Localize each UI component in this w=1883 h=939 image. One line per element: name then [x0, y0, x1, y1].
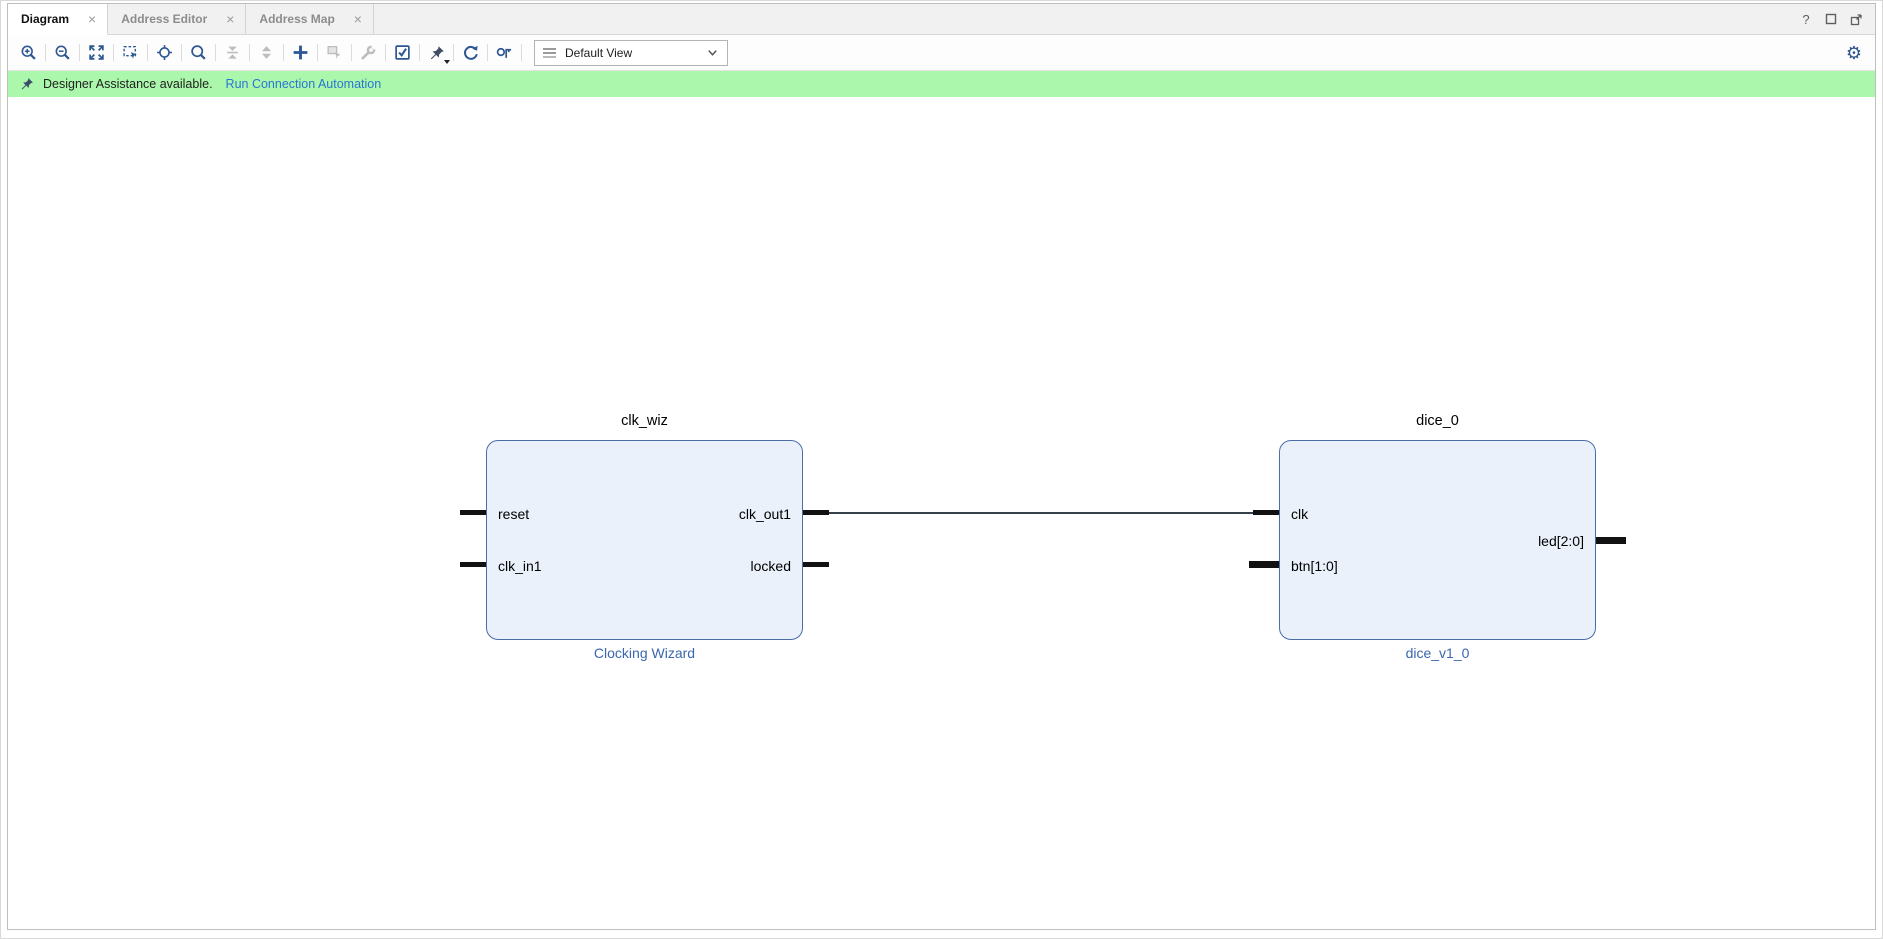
pin-stub-clk-in1[interactable]	[460, 562, 486, 567]
wrench-icon	[361, 44, 377, 60]
pin-icon	[430, 45, 444, 59]
diagram-toolbar: Default View ⚙	[8, 35, 1875, 71]
tab-strip: Diagram × Address Editor × Address Map ×…	[8, 4, 1875, 35]
tab-diagram-label: Diagram	[21, 12, 70, 26]
toolbar-separator	[181, 44, 182, 61]
block-clk-wiz[interactable]: reset clk_in1 clk_out1 locked	[486, 440, 803, 640]
add-ip-icon	[293, 45, 308, 60]
close-icon[interactable]: ×	[88, 11, 97, 27]
validate-design-button[interactable]	[389, 40, 416, 66]
block-dice-0[interactable]: clk btn[1:0] led[2:0]	[1279, 440, 1596, 640]
settings-gear-icon[interactable]: ⚙	[1845, 42, 1862, 63]
block-subtitle-clocking-wizard: Clocking Wizard	[593, 645, 696, 661]
pin-button[interactable]	[423, 40, 450, 66]
toolbar-separator	[283, 44, 284, 61]
search-button[interactable]	[185, 40, 212, 66]
close-icon[interactable]: ×	[226, 11, 235, 27]
port-reset[interactable]: reset	[498, 506, 530, 522]
toolbar-separator	[351, 44, 352, 61]
toolbar-separator	[147, 44, 148, 61]
toolbar-separator	[215, 44, 216, 61]
assistance-pin-icon	[21, 78, 33, 90]
add-ip-button[interactable]	[287, 40, 314, 66]
zoom-out-icon	[55, 45, 70, 60]
regenerate-layout-icon	[464, 45, 478, 60]
help-icon[interactable]: ?	[1802, 11, 1810, 27]
pin-stub-locked[interactable]	[803, 562, 829, 567]
autofit-selection-button[interactable]	[151, 40, 178, 66]
zoom-fit-icon	[89, 45, 104, 60]
pin-stub-clk-out1[interactable]	[803, 510, 829, 515]
close-icon[interactable]: ×	[353, 11, 362, 27]
port-btn[interactable]: btn[1:0]	[1291, 558, 1338, 574]
float-window-icon[interactable]	[1848, 11, 1864, 27]
panel-window-controls: ?	[1798, 4, 1875, 34]
customize-block-button[interactable]	[355, 40, 382, 66]
tab-address-editor-label: Address Editor	[121, 12, 208, 26]
pin-stub-clk[interactable]	[1253, 510, 1279, 515]
collapse-hierarchy-icon	[227, 46, 238, 59]
assistance-message: Designer Assistance available.	[43, 77, 213, 91]
port-led[interactable]: led[2:0]	[1538, 533, 1584, 549]
toolbar-separator	[317, 44, 318, 61]
expand-hierarchy-icon	[261, 46, 272, 59]
toolbar-separator	[113, 44, 114, 61]
toolbar-separator	[385, 44, 386, 61]
block-subtitle-dice-v1-0: dice_v1_0	[1405, 645, 1470, 661]
collapse-hierarchy-button[interactable]	[219, 40, 246, 66]
optimize-routing-button[interactable]	[491, 40, 518, 66]
pin-stub-reset[interactable]	[460, 510, 486, 515]
autofit-selection-icon	[157, 45, 172, 60]
port-clk[interactable]: clk	[1291, 506, 1309, 522]
port-clk-out1[interactable]: clk_out1	[738, 506, 791, 522]
maximize-icon[interactable]	[1823, 11, 1839, 27]
zoom-out-button[interactable]	[49, 40, 76, 66]
toolbar-separator	[487, 44, 488, 61]
zoom-to-selection-icon	[123, 45, 137, 59]
expand-hierarchy-button[interactable]	[253, 40, 280, 66]
make-external-icon	[327, 46, 341, 59]
toolbar-separator	[419, 44, 420, 61]
toolbar-separator	[521, 44, 522, 61]
regenerate-layout-button[interactable]	[457, 40, 484, 66]
chevron-down-icon	[708, 50, 717, 56]
hamburger-icon	[543, 48, 556, 58]
toolbar-separator	[45, 44, 46, 61]
zoom-to-selection-button[interactable]	[117, 40, 144, 66]
block-title-clk-wiz: clk_wiz	[621, 413, 668, 429]
toolbar-right: ⚙	[1846, 44, 1875, 62]
view-selector-dropdown[interactable]: Default View	[534, 39, 728, 66]
connection-wire-clk[interactable]	[829, 512, 1253, 514]
run-connection-automation-link[interactable]: Run Connection Automation	[225, 77, 382, 91]
toolbar-separator	[79, 44, 80, 61]
validate-design-icon	[395, 45, 410, 60]
tab-diagram[interactable]: Diagram ×	[8, 4, 109, 35]
pin-stub-led[interactable]	[1596, 537, 1626, 544]
port-locked[interactable]: locked	[750, 558, 791, 574]
zoom-fit-button[interactable]	[83, 40, 110, 66]
block-design-panel: Diagram × Address Editor × Address Map ×…	[7, 3, 1876, 930]
designer-assistance-banner: Designer Assistance available. Run Conne…	[8, 71, 1875, 97]
tab-address-editor[interactable]: Address Editor ×	[108, 4, 247, 34]
toolbar-separator	[249, 44, 250, 61]
toolbar-separator	[453, 44, 454, 61]
tab-address-map[interactable]: Address Map ×	[246, 4, 374, 34]
tab-address-map-label: Address Map	[259, 12, 335, 26]
diagram-canvas[interactable]: clk_wiz reset clk_in1 clk_out1 locked Cl…	[8, 97, 1875, 929]
view-selector-value: Default View	[565, 45, 633, 60]
port-clk-in1[interactable]: clk_in1	[498, 558, 542, 574]
pin-dropdown-caret-icon	[444, 59, 450, 64]
optimize-routing-icon	[496, 47, 512, 58]
zoom-in-button[interactable]	[15, 40, 42, 66]
zoom-in-icon	[21, 45, 36, 60]
search-icon	[191, 45, 206, 60]
make-external-button[interactable]	[321, 40, 348, 66]
block-title-dice-0: dice_0	[1416, 413, 1459, 429]
pin-stub-btn[interactable]	[1249, 561, 1279, 568]
